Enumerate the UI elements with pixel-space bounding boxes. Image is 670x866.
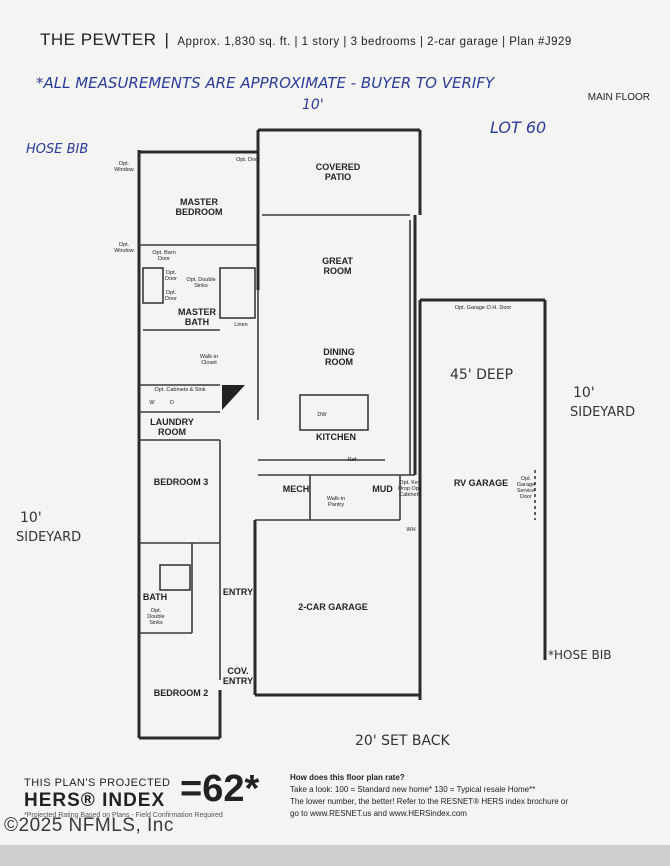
measurement-note: *ALL MEASUREMENTS ARE APPROXIMATE - BUYE… <box>36 74 495 92</box>
cov-entry-label: COV. ENTRY <box>222 666 254 687</box>
rate-question: How does this floor plan rate? <box>290 773 405 782</box>
linen-label: Linen <box>234 322 248 328</box>
sideyard-left-dimension: 10' <box>20 510 42 526</box>
great-room-label: GREAT ROOM <box>322 256 353 277</box>
ref-label: Ref <box>347 457 357 463</box>
opt-garage-oh-door: Opt. Garage O.H. Door <box>454 305 512 311</box>
hers-index-label: HERS® INDEX <box>24 790 166 811</box>
copyright-watermark: ©2025 NFMLS, Inc <box>4 815 174 836</box>
rate-line-3: go to www.RESNET.us and www.HERSindex.co… <box>290 809 467 818</box>
dining-room-label: DINING ROOM <box>323 347 355 368</box>
plan-details: Approx. 1,830 sq. ft. | 1 story | 3 bedr… <box>177 36 572 48</box>
covered-patio-label: COVERED PATIO <box>315 162 361 183</box>
opt-door-1: Opt. Door <box>236 157 260 163</box>
master-bedroom-label: MASTER BEDROOM <box>175 197 223 218</box>
opt-double-sinks-1: Opt. Double Sinks <box>186 277 216 290</box>
walkin-closet-label: Walk-in Closet <box>199 354 219 367</box>
washer-label: W <box>149 400 155 406</box>
hers-title: THIS PLAN'S PROJECTED <box>24 777 171 789</box>
hers-index-value: =62* <box>180 768 260 810</box>
kitchen-label: KITCHEN <box>316 432 356 442</box>
opt-window-1: Opt. Window <box>114 161 134 174</box>
bottom-bar <box>0 845 670 866</box>
rv-garage-label: RV GARAGE <box>453 478 509 488</box>
opt-garage-service-door: Opt. Garage Service Door <box>516 476 536 501</box>
two-car-garage-label: 2-CAR GARAGE <box>298 602 368 612</box>
main-floor-label: MAIN FLOOR <box>587 92 650 103</box>
mud-label: MUD <box>372 484 393 494</box>
entry-label: ENTRY <box>222 587 254 597</box>
master-bath-label: MASTER BATH <box>178 307 216 328</box>
plan-name: THE PEWTER <box>40 30 157 49</box>
bedroom-2-label: BEDROOM 2 <box>153 688 209 698</box>
bedroom-3-label: BEDROOM 3 <box>153 477 209 487</box>
opt-window-2: Opt. Window <box>114 242 134 255</box>
opt-double-sinks-2: Opt. Double Sinks <box>147 608 165 627</box>
lot-number: LOT 60 <box>490 118 547 137</box>
bath-label: BATH <box>142 592 168 602</box>
plan-title: THE PEWTER|Approx. 1,830 sq. ft. | 1 sto… <box>40 30 572 49</box>
depth-note: 45' DEEP <box>450 367 514 383</box>
opt-barn-door: Opt. Barn Door <box>152 250 176 263</box>
walkin-pantry-label: Walk-in Pantry <box>326 496 346 509</box>
opt-cabinets-label: Opt. Cabinets & Sink <box>154 387 206 393</box>
rate-line-1: Take a look: 100 = Standard new home* 13… <box>290 785 536 794</box>
opt-door-3: Opt. Door <box>165 290 177 303</box>
laundry-room-label: LAUNDRY ROOM <box>150 417 194 438</box>
opt-door-2: Opt. Door <box>165 270 177 283</box>
top-dimension: 10' <box>302 97 324 113</box>
rate-line-2: The lower number, the better! Refer to t… <box>290 797 569 806</box>
sideyard-right-dimension: 10' <box>573 385 595 401</box>
opt-key-drop-label: Opt. Key Drop Opt. Cabinets <box>398 480 422 499</box>
setback-note: 20' SET BACK <box>355 733 450 749</box>
sideyard-left: SIDEYARD <box>16 530 82 545</box>
hers-fine-print: *Projected Rating Based on Plans - Field… <box>24 812 223 819</box>
mech-label: MECH <box>282 484 310 494</box>
sideyard-right: SIDEYARD <box>570 405 636 420</box>
water-heater-label: WH <box>406 527 416 533</box>
hose-bib-left: HOSE BIB <box>26 142 89 157</box>
hose-bib-right: *HOSE BIB <box>548 648 612 662</box>
dishwasher-label: DW <box>317 412 327 418</box>
rate-info: How does this floor plan rate? Take a lo… <box>290 772 620 820</box>
dryer-label: D <box>170 400 174 406</box>
